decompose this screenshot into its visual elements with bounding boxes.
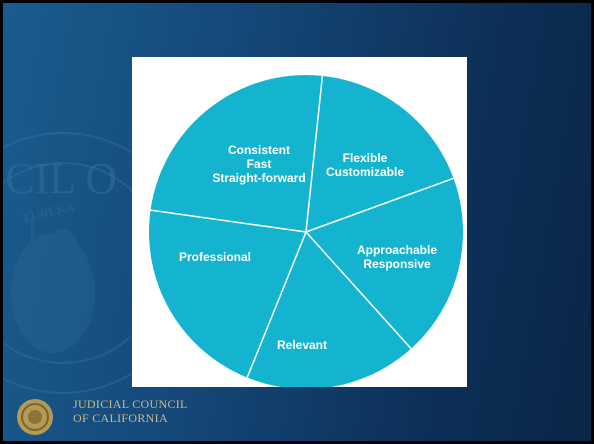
segment-divider-0 (305, 75, 324, 233)
diagram-panel: Consistent Fast Straight-forward Flexibl… (132, 57, 467, 387)
segment-label-flexible: Flexible Customizable (320, 151, 410, 179)
segment-label-approachable: Approachable Responsive (347, 243, 447, 271)
seal-text-upper: CIL O (5, 154, 117, 203)
judicial-council-logo-icon (17, 399, 53, 435)
segment-line: Consistent (227, 143, 290, 157)
segment-line: Fast (246, 157, 272, 171)
seal-watermark: CIL O EUREKA (3, 132, 194, 394)
segment-divider-4 (150, 209, 307, 233)
segment-divider-3 (246, 231, 307, 378)
segment-divider-1 (305, 177, 454, 233)
seal-figure (11, 218, 95, 353)
segment-line: Flexible (342, 151, 388, 165)
segment-line: Responsive (363, 257, 431, 271)
slide: CIL O EUREKA Consistent Fast Straight-fo… (3, 3, 591, 441)
segment-line: Customizable (325, 165, 404, 179)
segment-divider-2 (305, 231, 412, 350)
segment-line: Straight-forward (212, 171, 306, 185)
segment-label-consistent: Consistent Fast Straight-forward (204, 143, 314, 185)
segment-line: Professional (178, 250, 252, 264)
footer-org-name: JUDICIAL COUNCIL OF CALIFORNIA (73, 397, 188, 425)
footer-line-1: JUDICIAL COUNCIL (73, 397, 188, 411)
footer-branding: JUDICIAL COUNCIL OF CALIFORNIA (15, 397, 255, 437)
footer-line-2: OF CALIFORNIA (73, 411, 168, 425)
segment-label-professional: Professional (170, 250, 260, 264)
segment-line: Approachable (356, 243, 437, 257)
segment-line: Relevant (276, 338, 328, 352)
pie-diagram (149, 75, 463, 387)
segment-label-relevant: Relevant (262, 338, 342, 352)
